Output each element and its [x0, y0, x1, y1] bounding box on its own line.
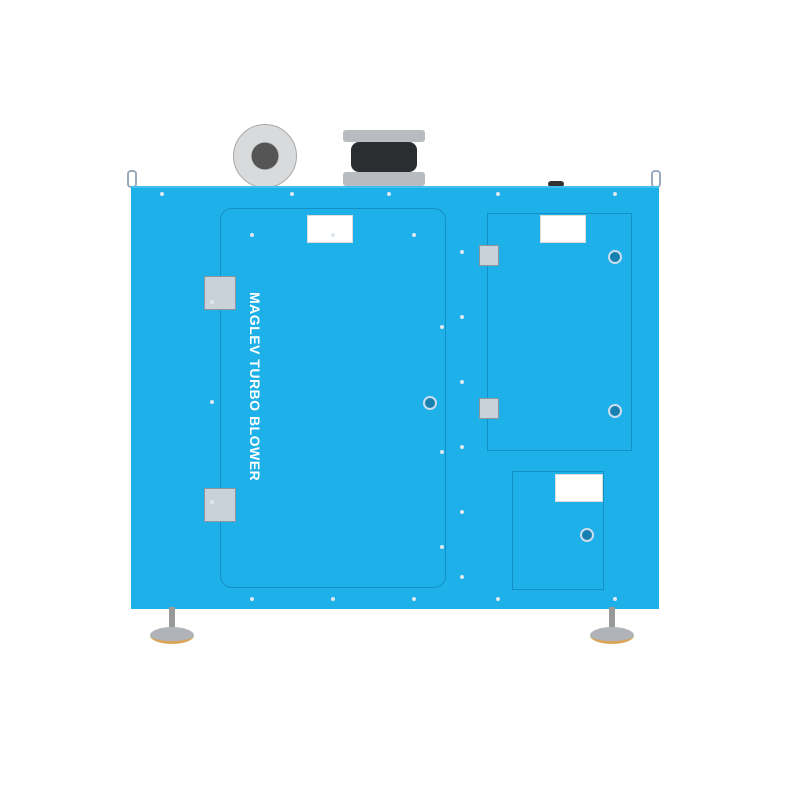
door-lock[interactable] [608, 250, 622, 264]
hinge [204, 488, 236, 522]
bolt [160, 192, 164, 196]
blower-cabinet [131, 186, 659, 609]
bolt [210, 400, 214, 404]
door-lock[interactable] [608, 404, 622, 418]
bolt [613, 597, 617, 601]
safety-label [555, 474, 603, 502]
bolt [440, 545, 444, 549]
bolt [387, 192, 391, 196]
leveling-foot-right [590, 607, 634, 644]
bolt [460, 575, 464, 579]
outlet-flange [233, 124, 297, 188]
safety-label [540, 215, 586, 243]
top-knob [548, 181, 564, 187]
bolt [460, 380, 464, 384]
bolt [331, 233, 335, 237]
bolt [460, 315, 464, 319]
hinge [479, 398, 499, 419]
lower-access-door [512, 471, 604, 590]
bolt [496, 597, 500, 601]
hinge [204, 276, 236, 310]
bolt [331, 597, 335, 601]
bolt [460, 510, 464, 514]
bolt [440, 325, 444, 329]
door-lock[interactable] [423, 396, 437, 410]
bolt [412, 597, 416, 601]
safety-label [307, 215, 353, 243]
bolt [412, 233, 416, 237]
door-lock[interactable] [580, 528, 594, 542]
bolt [440, 450, 444, 454]
bolt [250, 233, 254, 237]
product-name: MAGLEV TURBO BLOWER [247, 292, 263, 482]
bolt [460, 250, 464, 254]
hinge [479, 245, 499, 266]
bolt [210, 500, 214, 504]
bolt [496, 192, 500, 196]
leveling-foot-left [150, 607, 194, 644]
bolt [210, 300, 214, 304]
bolt [290, 192, 294, 196]
bolt [250, 597, 254, 601]
bolt [613, 192, 617, 196]
bolt [460, 445, 464, 449]
control-panel-door [487, 213, 632, 451]
main-access-door [220, 208, 446, 588]
rubber-expansion-joint [343, 130, 425, 186]
